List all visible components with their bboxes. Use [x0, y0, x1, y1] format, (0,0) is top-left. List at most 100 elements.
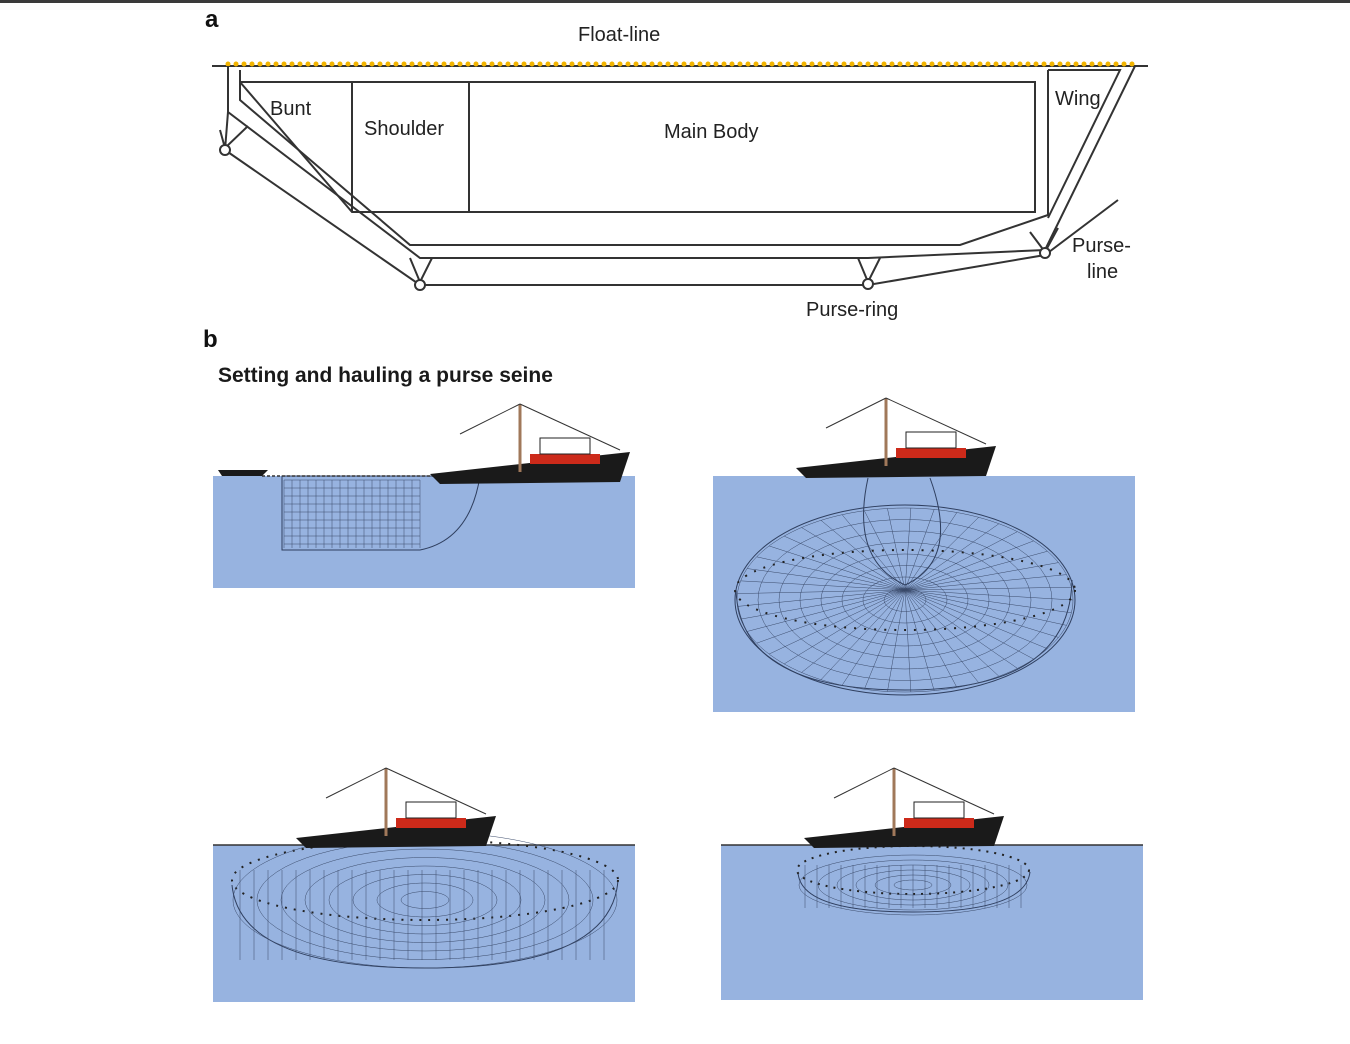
boat-stripe [904, 818, 974, 828]
float [945, 61, 951, 67]
float [273, 61, 279, 67]
float [577, 61, 583, 67]
net-mesh [798, 854, 1028, 916]
float [625, 61, 631, 67]
main-body-label: Main Body [664, 121, 759, 143]
float [289, 61, 295, 67]
float [1105, 61, 1111, 67]
float [873, 61, 879, 67]
float [465, 61, 471, 67]
wheelhouse [913, 801, 965, 819]
float [401, 61, 407, 67]
float [353, 61, 359, 67]
panel-b-letter: b [203, 326, 218, 353]
float [1057, 61, 1063, 67]
scene-pursing [213, 767, 635, 1002]
float [1025, 61, 1031, 67]
float [1081, 61, 1087, 67]
float [1113, 61, 1119, 67]
float [529, 61, 535, 67]
float [377, 61, 383, 67]
float [601, 61, 607, 67]
float [761, 61, 767, 67]
float [801, 61, 807, 67]
float [313, 61, 319, 67]
float [673, 61, 679, 67]
float [489, 61, 495, 67]
rigging [385, 767, 487, 815]
float [833, 61, 839, 67]
float [249, 61, 255, 67]
float [929, 61, 935, 67]
float [681, 61, 687, 67]
float [1041, 61, 1047, 67]
float [705, 61, 711, 67]
float [561, 61, 567, 67]
net-mesh [232, 831, 618, 969]
float [433, 61, 439, 67]
float [297, 61, 303, 67]
bunt-label: Bunt [270, 98, 312, 120]
float [665, 61, 671, 67]
float [513, 61, 519, 67]
float [897, 61, 903, 67]
float [1001, 61, 1007, 67]
wing-label: Wing [1055, 88, 1101, 110]
float [281, 61, 287, 67]
purse-rings [219, 144, 1051, 291]
float [265, 61, 271, 67]
float [793, 61, 799, 67]
float [1121, 61, 1127, 67]
float [777, 61, 783, 67]
float [769, 61, 775, 67]
boat-stripe [896, 448, 966, 458]
float [1017, 61, 1023, 67]
float [889, 61, 895, 67]
float [753, 61, 759, 67]
float [721, 61, 727, 67]
scene-encircling [713, 397, 1135, 712]
float [361, 61, 367, 67]
float [649, 61, 655, 67]
purse-line-label-2: line [1087, 261, 1119, 283]
panel-b-title: Setting and hauling a purse seine [218, 364, 553, 387]
rigging [325, 767, 387, 799]
purse-ring [414, 279, 426, 291]
float [545, 61, 551, 67]
float [553, 61, 559, 67]
float [865, 61, 871, 67]
panel-a-letter: a [205, 6, 219, 33]
purse-ring [219, 144, 231, 156]
float [441, 61, 447, 67]
purse-ring [1039, 247, 1051, 259]
shoulder-label: Shoulder [364, 118, 445, 140]
float [737, 61, 743, 67]
float [369, 61, 375, 67]
float [977, 61, 983, 67]
float [697, 61, 703, 67]
window-top-bar [0, 0, 1350, 3]
float [969, 61, 975, 67]
float [497, 61, 503, 67]
float [905, 61, 911, 67]
rigging [825, 397, 887, 429]
float [921, 61, 927, 67]
rigging [885, 397, 987, 445]
purse-ring-label: Purse-ring [806, 299, 899, 321]
float [585, 61, 591, 67]
float [809, 61, 815, 67]
float [321, 61, 327, 67]
float-dots [225, 61, 1135, 67]
rigging [833, 767, 895, 799]
net-mesh [736, 507, 1074, 693]
float [817, 61, 823, 67]
float [841, 61, 847, 67]
float [641, 61, 647, 67]
float [913, 61, 919, 67]
float [505, 61, 511, 67]
float [569, 61, 575, 67]
float [241, 61, 247, 67]
water-block [721, 845, 1143, 1000]
float [745, 61, 751, 67]
